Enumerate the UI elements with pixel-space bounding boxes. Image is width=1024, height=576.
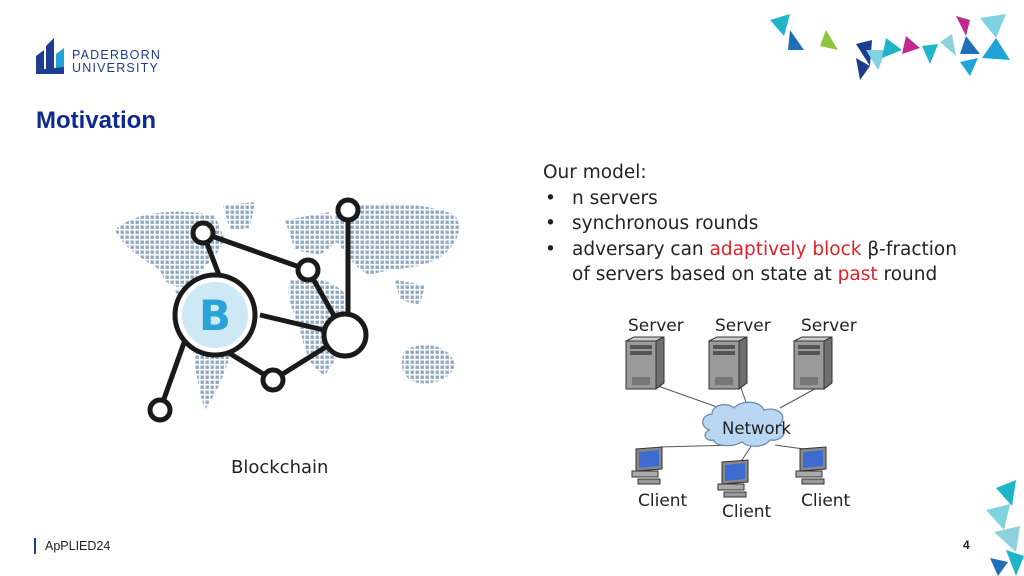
server-label: Server [715,316,771,336]
client-label: Client [801,491,851,511]
slide-title: Motivation [36,107,156,134]
client-computer-icon [631,446,663,485]
model-description: Our model: n servers synchronous rounds … [543,160,957,288]
server-label: Server [801,316,857,336]
footer-conference: ApPLIED24 [45,539,111,553]
model-heading: Our model: [543,162,647,183]
client-label: Client [638,491,688,511]
highlight-past: past [837,264,878,286]
server-label: Server [628,316,684,336]
decorative-triangles-top [770,14,1010,80]
network-cloud-icon [702,401,785,447]
world-map-dots [115,202,459,410]
bullet-item: n servers [543,186,957,212]
network-diagram [625,336,833,498]
logo-line-2: UNIVERSITY [72,61,160,75]
blockchain-illustration: B [115,197,459,423]
bullet-text: round [877,264,938,286]
bitcoin-node: B [172,272,258,358]
server-icons [625,336,833,390]
client-computer-icon [795,446,827,485]
server-icon [793,336,833,390]
client-label: Client [722,502,772,522]
bullet-item: adversary can adaptively block β-fractio… [543,237,957,288]
server-icon [708,336,748,390]
highlight-adaptively-block: adaptively block [709,238,862,260]
bullet-item: synchronous rounds [543,211,957,237]
footer-accent-bar [34,538,36,554]
blockchain-nodes [147,197,369,423]
logo-line-1: PADERBORN [72,48,162,62]
bullet-text: synchronous rounds [572,213,759,235]
blockchain-label: Blockchain [231,457,329,478]
bullet-text: β-fraction [861,238,957,260]
client-computer-icon [717,459,749,498]
university-logo-icon [36,38,64,74]
client-icons [631,446,827,498]
page-number: 4 [963,538,970,552]
network-label: Network [722,419,791,438]
bullet-text: of servers based on state at [572,264,838,286]
bitcoin-icon: B [199,291,231,340]
model-bullet-list: n servers synchronous rounds adversary c… [543,186,957,288]
server-icon [625,336,665,390]
bullet-text: adversary can [572,238,710,260]
decorative-triangles-bottom [986,480,1024,576]
bullet-text: n servers [572,187,658,209]
university-logo: PADERBORN UNIVERSITY [34,34,164,76]
